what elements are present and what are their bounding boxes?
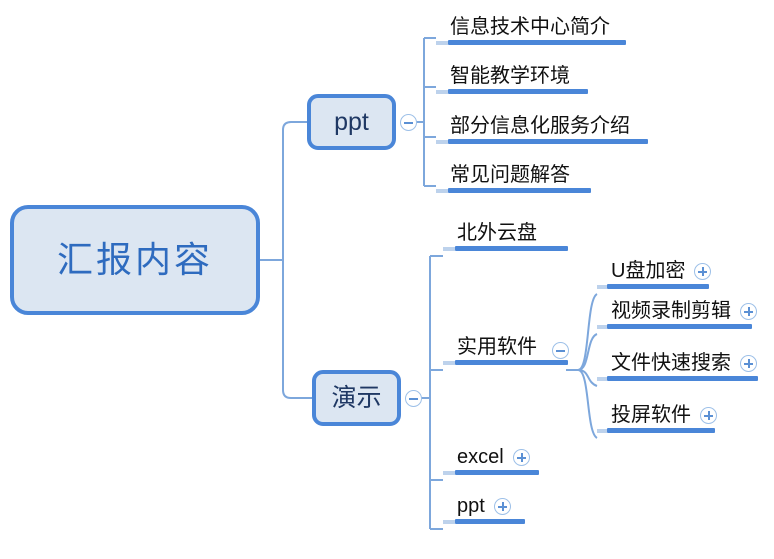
leaf-node-label: 部分信息化服务介绍 [450,115,630,137]
underline-bar [443,519,525,524]
leaf-node-xinxijishu[interactable]: 信息技术中心简介 [436,16,626,45]
underline-bar [436,139,648,144]
leaf-node-zhinengjiaoxue[interactable]: 智能教学环境 [436,65,588,94]
expand-icon-toupingruanjian[interactable] [700,407,717,424]
leaf-node-label: ppt [457,495,485,517]
expand-icon-excel[interactable] [512,449,530,466]
collapse-icon-yanshi[interactable] [405,390,422,407]
branch-node-ppt-label: ppt [334,107,369,136]
branch-node-shiyongruanjian-label: 实用软件 [457,336,537,358]
branch-node-shiyongruanjian[interactable]: 实用软件 [443,336,568,365]
branch-node-yanshi[interactable]: 演示 [312,370,401,426]
underline-bar [436,188,591,193]
branch-node-ppt[interactable]: ppt [307,94,396,150]
collapse-icon-ppt[interactable] [400,114,417,131]
underline-bar [597,324,752,329]
root-node[interactable]: 汇报内容 [10,205,260,315]
leaf-node-excel[interactable]: excel [443,446,539,475]
underline-bar [443,246,568,251]
expand-icon-shipinluzhi[interactable] [740,303,757,320]
branch-node-yanshi-label: 演示 [331,383,382,412]
root-node-label: 汇报内容 [56,239,213,280]
leaf-node-label: 北外云盘 [457,222,537,244]
leaf-node-label: 文件快速搜索 [611,352,731,374]
collapse-icon-shiyongruanjian[interactable] [552,342,569,359]
leaf-node-wenjiankuaisu[interactable]: 文件快速搜索 [597,352,758,381]
expand-icon-wenjiankuaisu[interactable] [740,355,757,372]
leaf-node-shipinluzhi[interactable]: 视频录制剪辑 [597,300,757,329]
underline-bar [597,284,709,289]
leaf-node-label: 信息技术中心简介 [450,16,610,38]
leaf-node-toupingruanjian[interactable]: 投屏软件 [597,404,717,433]
leaf-node-label: U盘加密 [611,260,686,282]
leaf-node-beiwaiyunpan[interactable]: 北外云盘 [443,222,568,251]
leaf-node-changjianwenti[interactable]: 常见问题解答 [436,164,591,193]
leaf-node-label: 视频录制剪辑 [611,300,731,322]
underline-bar [597,376,758,381]
underline-bar [597,428,715,433]
leaf-node-label: 常见问题解答 [450,164,570,186]
leaf-node-label: excel [457,446,504,468]
leaf-node-ppt[interactable]: ppt [443,495,525,524]
underline-bar [443,470,539,475]
underline-bar [443,360,568,365]
leaf-node-label: 投屏软件 [611,404,691,426]
expand-icon-upanjiami[interactable] [694,263,712,280]
leaf-node-label: 智能教学环境 [450,65,570,87]
leaf-node-bufenxinxihua[interactable]: 部分信息化服务介绍 [436,115,648,144]
underline-bar [436,40,626,45]
leaf-node-upanjiami[interactable]: U盘加密 [597,260,712,289]
underline-bar [436,89,588,94]
expand-icon-ppt-leaf[interactable] [493,498,511,515]
